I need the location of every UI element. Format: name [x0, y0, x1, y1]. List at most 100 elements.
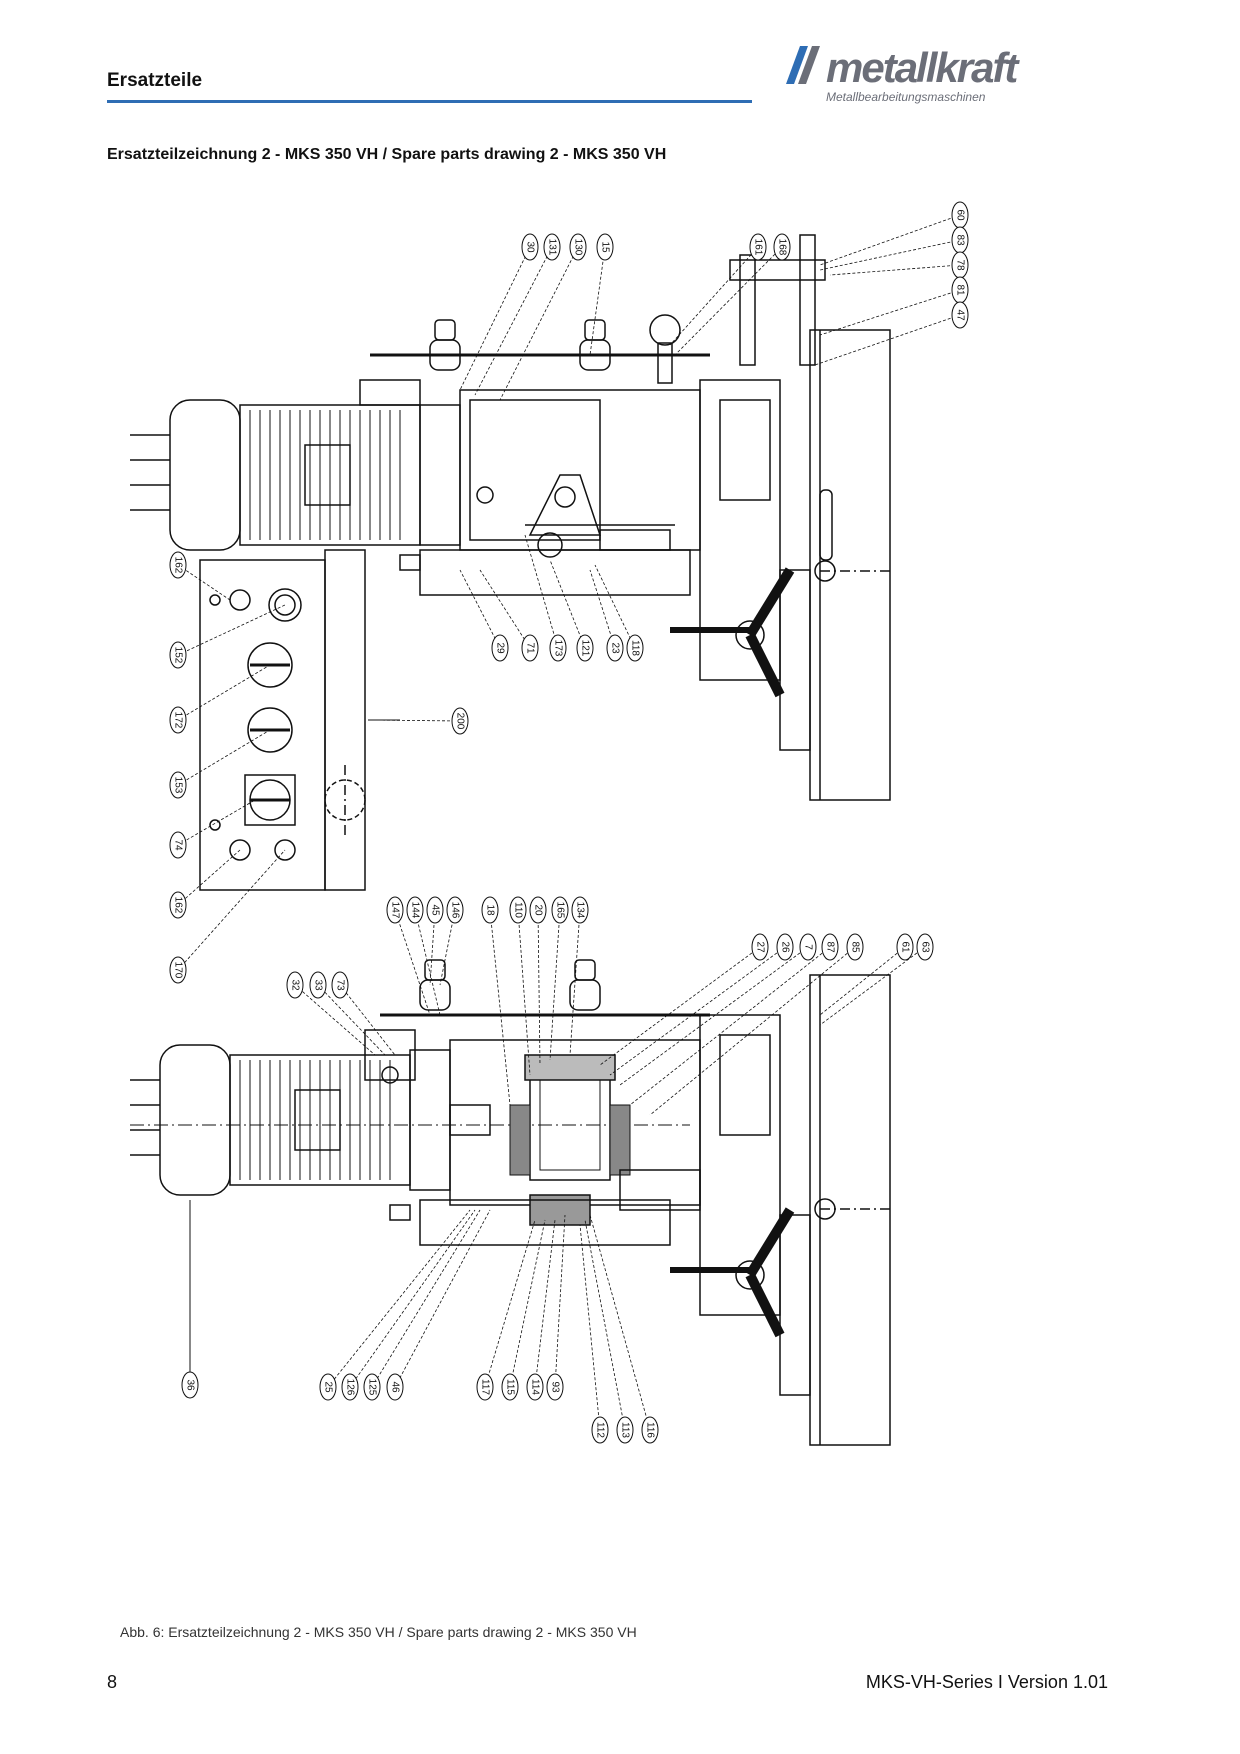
svg-text:173: 173 [552, 640, 563, 657]
svg-text:78: 78 [954, 259, 965, 271]
part-callout-top-2: 130 [499, 233, 587, 401]
svg-text:121: 121 [579, 640, 590, 657]
part-callout-ls-2: 73 [331, 971, 396, 1056]
page-number: 8 [107, 1672, 118, 1692]
part-callout-lt-13: 85 [649, 933, 864, 1116]
svg-text:74: 74 [172, 839, 183, 851]
svg-text:113: 113 [619, 1422, 630, 1438]
part-callout-ls-1: 33 [309, 971, 386, 1056]
part-callout-lt-4: 18 [481, 896, 511, 1106]
svg-text:165: 165 [554, 902, 565, 919]
part-callout-lt-14: 61 [819, 933, 914, 1016]
part-callout-lt-15: 63 [819, 933, 934, 1026]
part-callout-ub-2: 173 [524, 534, 567, 662]
header-rule [107, 100, 752, 103]
part-callout-left-6: 170 [169, 849, 286, 984]
part-callout-lb-4: 46 [386, 1209, 491, 1401]
svg-text:71: 71 [524, 642, 535, 654]
svg-text:63: 63 [919, 941, 930, 953]
part-callout-lt-0: 147 [386, 896, 431, 1016]
part-callout-ub-1: 71 [479, 569, 539, 662]
drawing-subtitle: Ersatzteilzeichnung 2 - MKS 350 VH / Spa… [107, 146, 667, 163]
svg-text:125: 125 [366, 1379, 377, 1396]
svg-text:60: 60 [954, 209, 965, 221]
svg-text:162: 162 [172, 557, 183, 574]
svg-text:32: 32 [289, 979, 300, 991]
svg-text:15: 15 [599, 241, 610, 253]
figure-caption: Abb. 6: Ersatzteilzeichnung 2 - MKS 350 … [120, 1624, 637, 1640]
logo-mark-icon [786, 46, 820, 84]
part-callout-left-1: 152 [169, 604, 286, 669]
part-callout-lb-0: 36 [181, 1371, 199, 1399]
svg-text:115: 115 [504, 1379, 515, 1395]
part-callout-lb-6: 115 [501, 1219, 546, 1401]
part-callout-lb-1: 25 [319, 1209, 471, 1401]
metallkraft-logo: metallkraft Metallbearbeitungsmaschinen [786, 44, 1106, 110]
part-callout-lt-5: 110 [509, 896, 531, 1076]
svg-text:152: 152 [172, 647, 183, 664]
part-callout-ub-3: 121 [549, 559, 594, 662]
svg-text:87: 87 [824, 941, 835, 953]
part-callout-lb-11: 116 [589, 1214, 659, 1444]
part-callout-lb-9: 112 [579, 1224, 609, 1444]
svg-text:126: 126 [344, 1379, 355, 1396]
section-title: Ersatzteile [107, 70, 203, 91]
svg-text:116: 116 [644, 1422, 655, 1438]
svg-text:7: 7 [802, 944, 813, 950]
svg-text:147: 147 [389, 902, 400, 919]
part-callout-top-7: 83 [819, 226, 969, 271]
part-callout-lt-12: 87 [629, 933, 839, 1106]
part-callout-lt-1: 144 [406, 896, 441, 1016]
part-callout-top-3: 15 [589, 233, 614, 356]
part-callout-top-6: 60 [819, 201, 969, 266]
svg-text:61: 61 [899, 941, 910, 953]
part-callout-lt-9: 27 [599, 933, 769, 1066]
part-callout-left-3: 153 [169, 729, 271, 799]
part-callout-lb-10: 113 [584, 1219, 634, 1444]
svg-text:146: 146 [449, 902, 460, 919]
svg-text:73: 73 [334, 979, 345, 991]
upper-view [130, 234, 891, 891]
part-callout-top-5: 168 [674, 233, 791, 356]
part-callout-lt-3: 146 [439, 896, 464, 986]
part-callout-top-8: 78 [829, 251, 969, 279]
part-callout-lb-7: 114 [526, 1219, 556, 1401]
part-callout-left-4: 74 [169, 799, 256, 859]
svg-text:23: 23 [609, 642, 620, 654]
svg-text:161: 161 [752, 239, 763, 256]
part-callout-lt-7: 165 [549, 896, 569, 1061]
svg-text:134: 134 [574, 902, 585, 919]
doc-version: MKS-VH-Series I Version 1.01 [865, 1672, 1108, 1692]
part-callout-ls-0: 32 [286, 971, 376, 1056]
svg-text:112: 112 [594, 1422, 605, 1438]
svg-text:30: 30 [524, 241, 535, 253]
part-callout-lb-5: 117 [476, 1219, 536, 1401]
part-callout-lb-8: 93 [546, 1214, 566, 1401]
svg-text:144: 144 [409, 902, 420, 919]
svg-text:172: 172 [172, 712, 183, 729]
part-callout-lt-11: 7 [619, 933, 817, 1086]
svg-text:200: 200 [454, 713, 465, 730]
part-callout-lb-3: 125 [363, 1209, 481, 1401]
svg-text:153: 153 [172, 777, 183, 794]
svg-text:25: 25 [322, 1381, 333, 1393]
svg-text:131: 131 [546, 239, 557, 256]
svg-text:130: 130 [572, 239, 583, 256]
part-callout-top-10: 47 [814, 301, 969, 366]
svg-text:36: 36 [184, 1379, 195, 1391]
part-callout-ub-6: 200 [367, 707, 469, 735]
part-callout-lt-10: 26 [609, 933, 794, 1076]
svg-text:27: 27 [754, 941, 765, 953]
svg-text:168: 168 [776, 239, 787, 256]
part-callout-ub-5: 118 [594, 564, 644, 662]
svg-text:18: 18 [484, 904, 495, 916]
part-callout-top-4: 161 [669, 233, 767, 346]
part-callout-ub-0: 29 [459, 569, 509, 662]
svg-text:162: 162 [172, 897, 183, 914]
svg-text:29: 29 [494, 642, 505, 654]
svg-text:170: 170 [172, 962, 183, 979]
svg-text:110: 110 [512, 902, 523, 918]
part-callout-top-1: 131 [474, 233, 561, 396]
